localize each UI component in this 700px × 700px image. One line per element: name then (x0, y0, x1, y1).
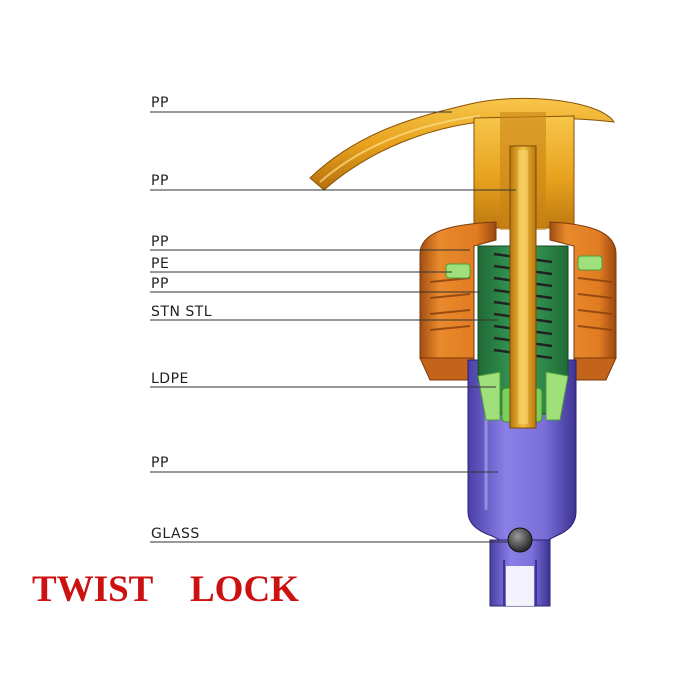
callout-label-7: LDPE (151, 371, 189, 387)
glass-ball (507, 527, 533, 553)
callout-label-6: STN STL (151, 304, 212, 320)
leader-lines (150, 111, 516, 543)
callout-label-2: PP (151, 173, 169, 189)
callout-label-3: PP (151, 234, 169, 250)
callout-labels: PP PP PP PE PP STN STL LDPE PP GLASS (151, 95, 212, 542)
callout-label-4: PE (151, 256, 169, 272)
title-word-twist: TWIST (32, 569, 154, 610)
callout-label-1: PP (151, 95, 169, 111)
title-word-lock: LOCK (190, 569, 299, 610)
callout-label-5: PP (151, 276, 169, 292)
piston-stem (509, 145, 537, 429)
product-title: TWIST LOCK (32, 569, 299, 610)
callout-label-9: GLASS (151, 526, 200, 542)
pe-seal-rings (445, 255, 603, 279)
callout-label-8: PP (151, 455, 169, 471)
dip-tube (489, 539, 551, 607)
